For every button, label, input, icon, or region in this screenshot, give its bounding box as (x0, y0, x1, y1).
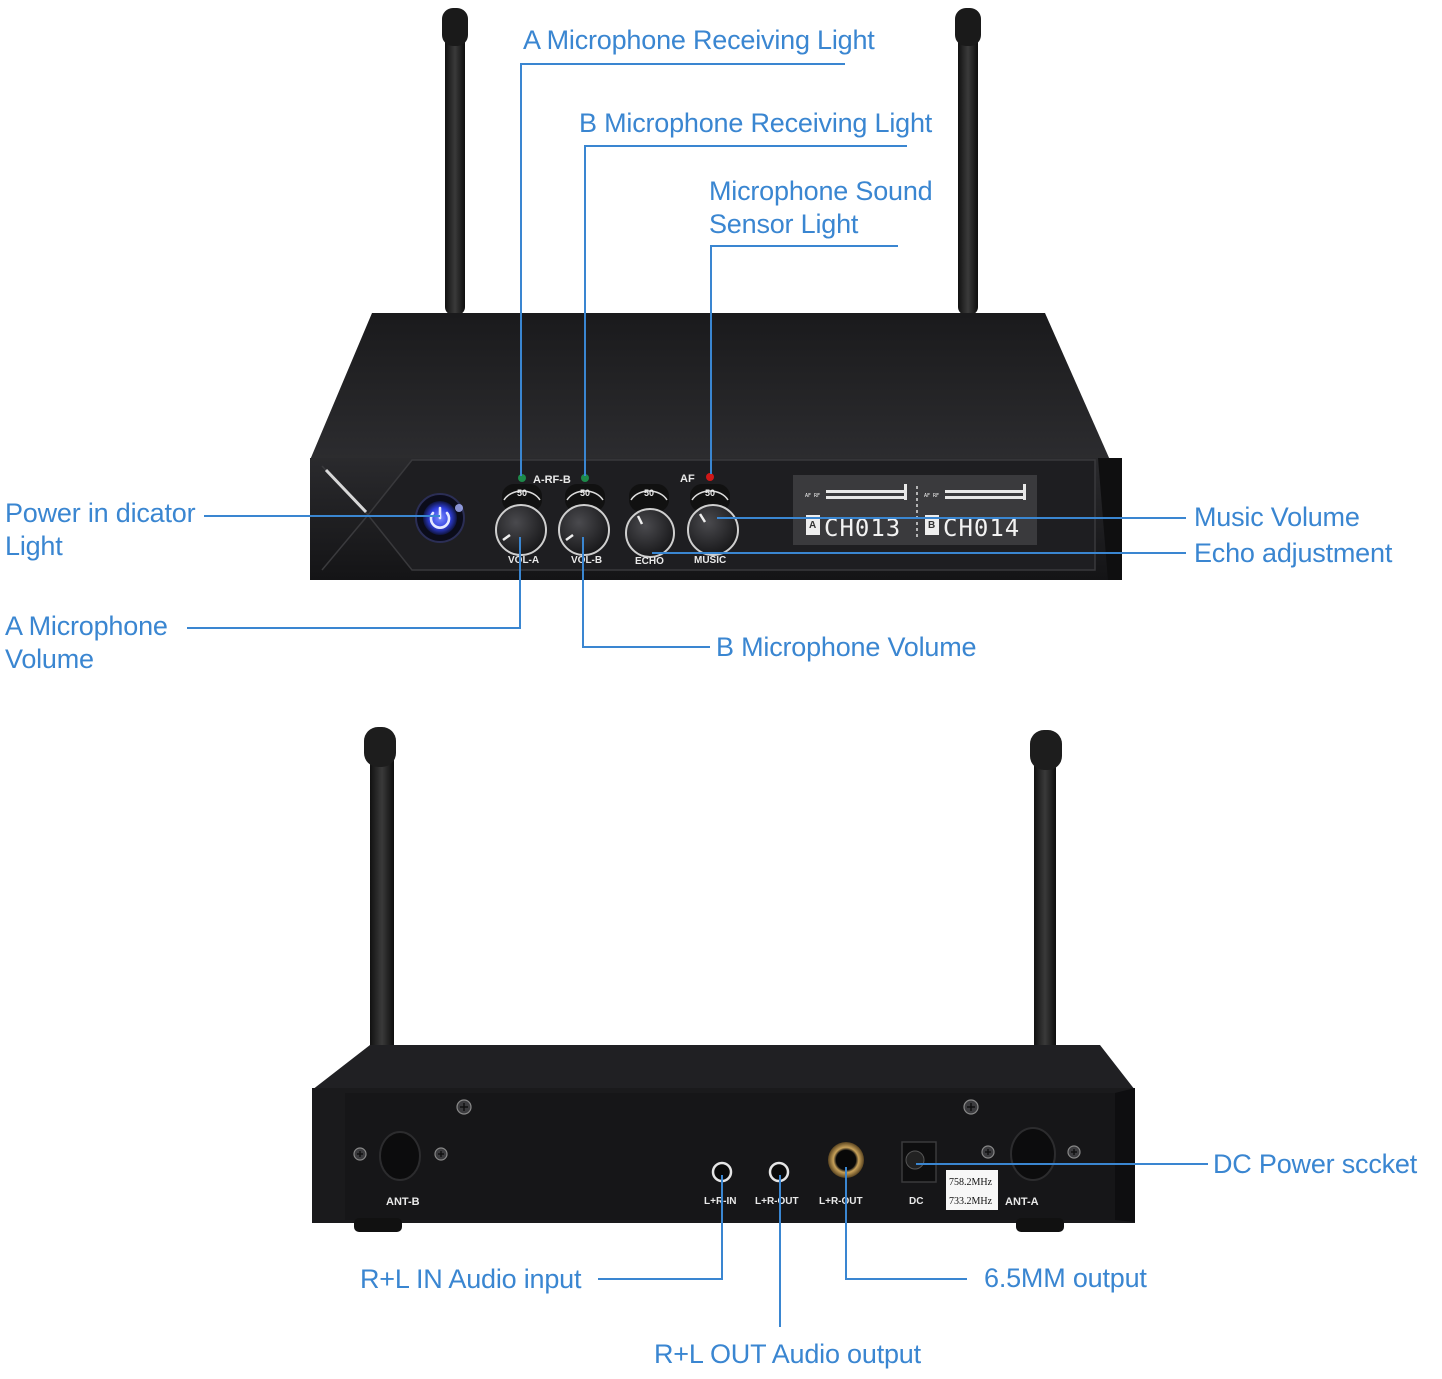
knob-scale-label: 50 (580, 488, 590, 498)
callout-b-receiving-light: B Microphone Receiving Light (579, 108, 933, 138)
rf-label: A-RF-B (533, 474, 571, 486)
channel-b-tag: B (928, 520, 935, 531)
rf-b-led (581, 474, 589, 482)
callout-line-a-volume (187, 537, 521, 629)
callout-line-a-receiving (520, 63, 845, 476)
knob-scale-label: 50 (517, 488, 527, 498)
meter-a-label: AF RF (805, 493, 820, 499)
callout-line-6-5mm (845, 1167, 967, 1280)
knob-scale-label: 50 (705, 488, 715, 498)
callout-sound-sensor-line1: Microphone Sound (709, 176, 933, 206)
screw (963, 1099, 979, 1115)
frequency-b: 733.2MHz (949, 1196, 993, 1207)
ant-a-label: ANT-A (1005, 1196, 1039, 1208)
frequency-a: 758.2MHz (949, 1177, 993, 1188)
screw (1067, 1145, 1081, 1159)
callout-b-volume: B Microphone Volume (716, 632, 977, 662)
af-led (706, 473, 714, 481)
knob-vol-b-label: VOL-B (571, 555, 602, 566)
af-label: AF (680, 473, 695, 485)
callout-power-line2: Light (5, 531, 63, 561)
callout-line-sound-sensor (710, 245, 898, 474)
callout-lr-in: R+L IN Audio input (360, 1264, 582, 1294)
dc-power-socket[interactable]: DC (901, 1141, 937, 1207)
meter-b-label: AF RF (924, 493, 939, 499)
lr-out-635-label: L+R-OUT (819, 1196, 863, 1207)
screw (353, 1147, 367, 1161)
lr-in-label: L+R-IN (704, 1196, 737, 1207)
ant-a-connector: ANT-A (1005, 1127, 1056, 1208)
rear-foot-left (354, 1218, 402, 1232)
channel-a-tag: A (809, 520, 816, 531)
rear-chassis-top (312, 1045, 1135, 1090)
meter-b: AF RF (924, 484, 1026, 500)
callout-a-volume-line2: Volume (5, 644, 94, 674)
knob-vol-b[interactable]: 50 VOL-B (558, 484, 610, 566)
screw (456, 1099, 472, 1115)
callout-sound-sensor-line2: Sensor Light (709, 209, 859, 239)
lr-in-jack[interactable]: L+R-IN (704, 1161, 737, 1207)
knob-vol-a[interactable]: 50 VOL-A (495, 484, 547, 566)
front-antenna-right (955, 8, 981, 315)
meter-a: AF RF (805, 484, 907, 500)
knob-echo[interactable]: 50 ECHO (625, 484, 675, 567)
callout-6-5mm: 6.5MM output (984, 1263, 1147, 1293)
callout-power-line1: Power in dicator (5, 498, 196, 528)
callout-line-lr-in (598, 1175, 723, 1280)
callout-line-b-receiving (584, 145, 907, 476)
callout-lr-out: R+L OUT Audio output (654, 1339, 921, 1369)
output-6-5mm-jack[interactable]: L+R-OUT (819, 1142, 864, 1207)
screw (981, 1145, 995, 1159)
dc-label: DC (909, 1196, 923, 1207)
frequency-sticker: 758.2MHz 733.2MHz (946, 1170, 998, 1210)
callout-lines (187, 63, 1208, 1327)
power-button[interactable] (415, 493, 465, 543)
callout-a-volume-line1: A Microphone (5, 611, 168, 641)
lcd-display: AF RF AF RF A CH013 B CH014 (793, 475, 1037, 545)
callout-a-receiving-light: A Microphone Receiving Light (523, 25, 875, 55)
callout-echo-adjustment: Echo adjustment (1194, 538, 1393, 568)
front-antenna-left (442, 8, 468, 315)
lr-out-label: L+R-OUT (755, 1196, 799, 1207)
knob-music-label: MUSIC (694, 555, 726, 566)
rear-foot-right (1016, 1218, 1064, 1232)
ant-b-connector: ANT-B (379, 1131, 421, 1208)
knob-vol-a-label: VOL-A (508, 555, 539, 566)
callout-music-volume: Music Volume (1194, 502, 1360, 532)
ant-b-label: ANT-B (386, 1196, 420, 1208)
knob-scale-label: 50 (644, 488, 654, 498)
callout-line-b-volume (582, 537, 710, 648)
knob-echo-label: ECHO (635, 556, 664, 567)
callout-dc-power: DC Power sccket (1213, 1149, 1418, 1179)
screw (434, 1147, 448, 1161)
